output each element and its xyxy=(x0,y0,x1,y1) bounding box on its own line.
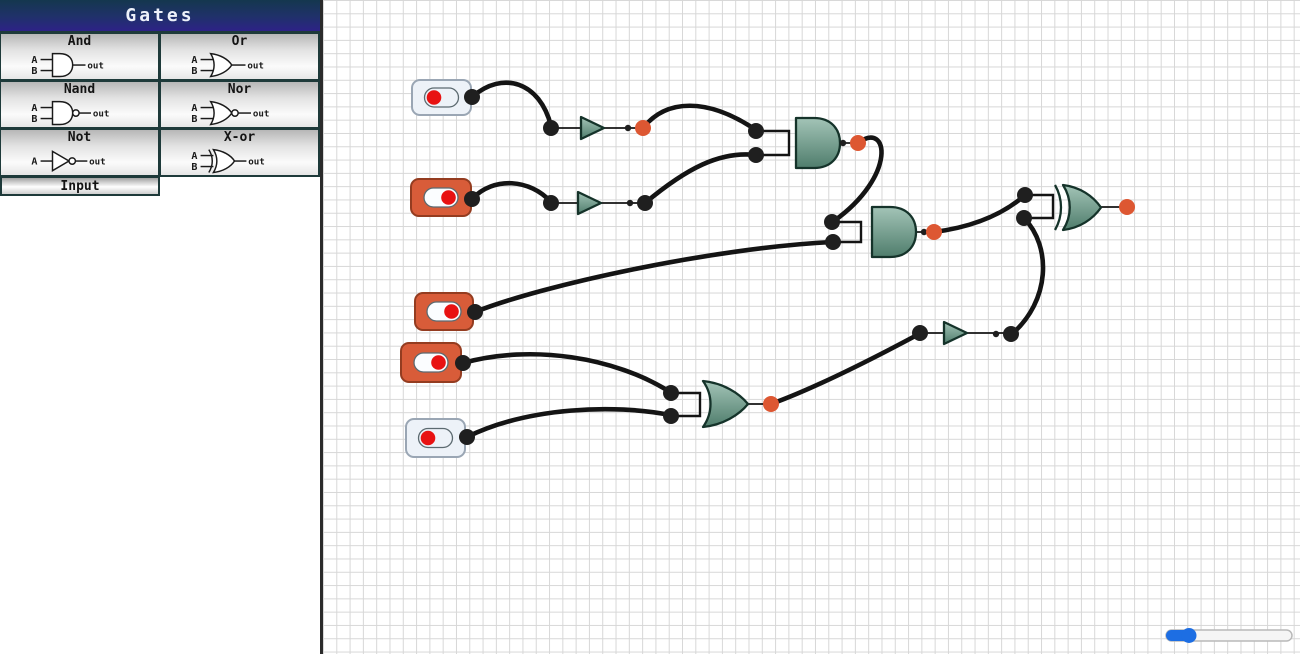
svg-text:out: out xyxy=(87,60,104,71)
wire[interactable] xyxy=(1009,215,1046,337)
palette-item-label: X-or xyxy=(223,130,256,145)
connection-node[interactable] xyxy=(1016,210,1032,226)
circuit-canvas[interactable] xyxy=(320,0,1300,654)
palette-item-nand[interactable]: Nand A B out xyxy=(0,81,160,129)
connection-node[interactable] xyxy=(455,355,471,371)
connection-node[interactable] xyxy=(543,120,559,136)
switch-knob[interactable] xyxy=(431,355,446,370)
pin-dot xyxy=(626,199,634,207)
svg-text:B: B xyxy=(191,162,197,173)
svg-text:A: A xyxy=(191,103,197,114)
connection-node[interactable] xyxy=(1017,187,1033,203)
wire[interactable] xyxy=(931,193,1027,235)
gate-palette: Gates And A B out Or A B out xyxy=(0,0,320,654)
pin-dot xyxy=(920,228,928,236)
svg-text:B: B xyxy=(31,114,37,125)
wire[interactable] xyxy=(642,152,759,206)
pin-dot xyxy=(839,139,847,147)
pin-dot xyxy=(624,124,632,132)
signal-output-dot[interactable] xyxy=(850,135,866,151)
svg-text:A: A xyxy=(31,103,37,114)
svg-text:B: B xyxy=(31,66,37,77)
switch-knob[interactable] xyxy=(426,90,442,105)
zoom-slider-thumb[interactable] xyxy=(1181,628,1197,643)
svg-text:B: B xyxy=(191,66,197,77)
xor-gate-arc xyxy=(1053,184,1063,231)
signal-output-dot[interactable] xyxy=(763,396,779,412)
wire[interactable] xyxy=(469,80,554,129)
wire[interactable] xyxy=(460,351,673,395)
wire[interactable] xyxy=(472,239,835,315)
palette-title: Gates xyxy=(125,5,195,26)
gate-input-connector xyxy=(1024,193,1055,220)
signal-output-dot[interactable] xyxy=(926,224,942,240)
wire[interactable] xyxy=(464,406,673,440)
connection-node[interactable] xyxy=(912,325,928,341)
or-gate-icon: A B out xyxy=(191,52,264,78)
connection-node[interactable] xyxy=(637,195,653,211)
nor-gate-icon: A B out xyxy=(191,100,269,126)
connection-node[interactable] xyxy=(824,214,840,230)
palette-header: Gates xyxy=(0,0,320,31)
palette-item-and[interactable]: And A B out xyxy=(0,33,160,81)
pin-dot xyxy=(992,330,1000,338)
xor-gate[interactable] xyxy=(1061,183,1103,232)
wire[interactable] xyxy=(469,180,554,205)
svg-text:A: A xyxy=(31,156,37,167)
gate-input-connector xyxy=(756,129,791,157)
palette-item-nor[interactable]: Nor A B out xyxy=(160,81,320,129)
connection-node[interactable] xyxy=(748,123,764,139)
connection-node[interactable] xyxy=(467,304,483,320)
signal-output-dot[interactable] xyxy=(1119,199,1135,215)
connection-node[interactable] xyxy=(825,234,841,250)
palette-item-label: Nand xyxy=(63,82,96,97)
connection-node[interactable] xyxy=(663,385,679,401)
palette-item-xor[interactable]: X-or A B out xyxy=(160,129,320,177)
svg-text:out: out xyxy=(89,156,106,167)
signal-output-dot[interactable] xyxy=(635,120,651,136)
or-gate[interactable] xyxy=(701,379,750,429)
circuit-svg xyxy=(400,79,1293,643)
connection-node[interactable] xyxy=(1003,326,1019,342)
palette-item-label: Or xyxy=(231,34,248,49)
buffer-gate[interactable] xyxy=(579,115,606,141)
not-gate-icon: A out xyxy=(31,150,106,172)
palette-item-label: And xyxy=(67,34,92,49)
connection-node[interactable] xyxy=(464,191,480,207)
switch-knob[interactable] xyxy=(420,430,436,446)
wire[interactable] xyxy=(831,135,884,224)
gate-input-connector xyxy=(671,391,702,418)
wire[interactable] xyxy=(768,331,922,407)
svg-text:A: A xyxy=(31,55,37,66)
buffer-gate[interactable] xyxy=(942,320,969,346)
connection-node[interactable] xyxy=(748,147,764,163)
palette-item-label: Nor xyxy=(227,82,252,97)
palette-item-or[interactable]: Or A B out xyxy=(160,33,320,81)
buffer-gate[interactable] xyxy=(576,190,603,216)
connection-node[interactable] xyxy=(663,408,679,424)
and-gate-icon: A B out xyxy=(31,52,104,78)
svg-text:A: A xyxy=(191,55,197,66)
and-gate[interactable] xyxy=(794,116,842,170)
svg-text:out: out xyxy=(92,108,109,119)
switch-knob[interactable] xyxy=(441,190,456,205)
and-gate[interactable] xyxy=(870,205,918,259)
svg-text:out: out xyxy=(248,156,265,167)
wire[interactable] xyxy=(640,103,759,133)
palette-item-label: Not xyxy=(67,130,92,145)
xor-gate-icon: A B out xyxy=(191,148,265,174)
palette-item-not[interactable]: Not A out xyxy=(0,129,160,177)
palette-grid: And A B out Or A B out Nan xyxy=(0,31,320,177)
gate-input-connector xyxy=(832,220,863,244)
switch-knob[interactable] xyxy=(444,304,459,319)
svg-text:B: B xyxy=(191,114,197,125)
svg-text:out: out xyxy=(247,60,264,71)
connection-node[interactable] xyxy=(459,429,475,445)
svg-text:A: A xyxy=(191,151,197,162)
connection-node[interactable] xyxy=(464,89,480,105)
svg-text:out: out xyxy=(252,108,269,119)
nand-gate-icon: A B out xyxy=(31,100,109,126)
connection-node[interactable] xyxy=(543,195,559,211)
input-button[interactable]: Input xyxy=(0,177,160,196)
